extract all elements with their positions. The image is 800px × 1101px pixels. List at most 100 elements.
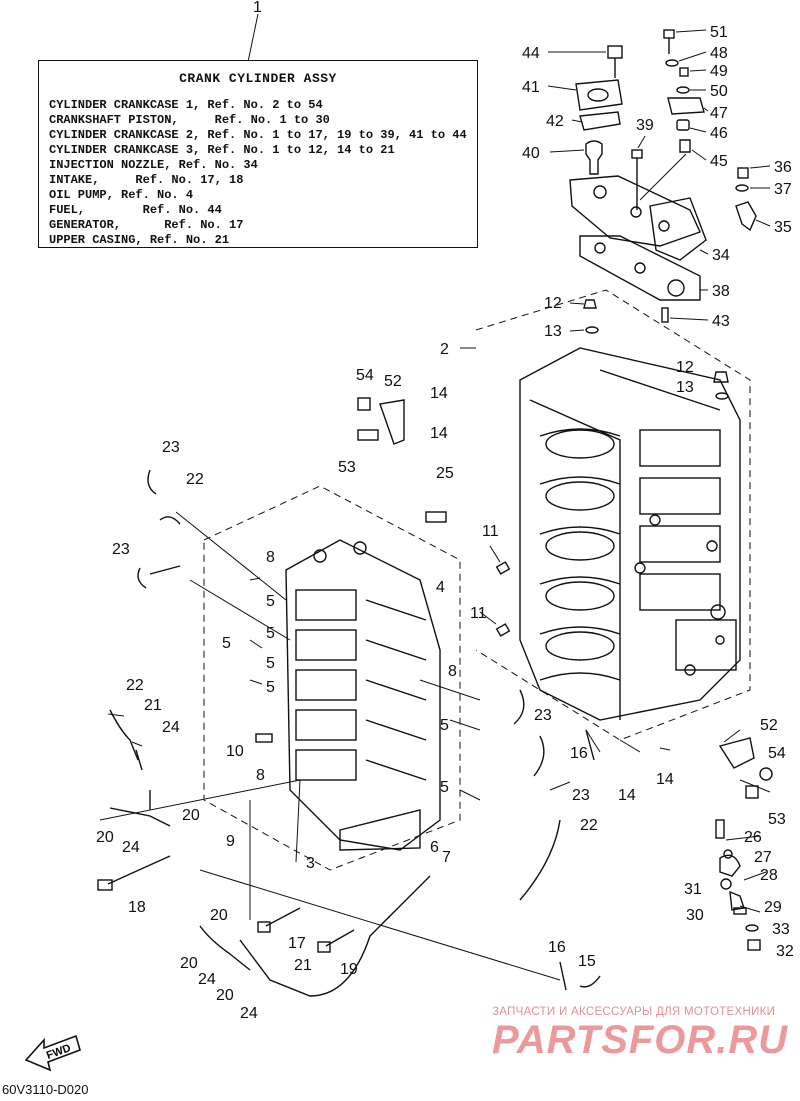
legend-line: CYLINDER CRANKCASE 1, Ref. No. 2 to 54 — [49, 98, 323, 112]
callout-24-a: 24 — [162, 719, 180, 736]
legend-line: INTAKE, Ref. No. 17, 18 — [49, 173, 244, 187]
callout-12-right: 12 — [676, 359, 694, 376]
callout-17: 17 — [288, 935, 306, 952]
callout-5-a: 5 — [266, 593, 275, 610]
callout-22-b: 22 — [126, 677, 144, 694]
callout-29: 29 — [764, 899, 782, 916]
callout-44: 44 — [522, 45, 540, 62]
fwd-arrow-icon: FWD — [24, 1034, 81, 1072]
callout-14-a: 14 — [430, 385, 448, 402]
callout-34: 34 — [712, 247, 730, 264]
callout-45: 45 — [710, 153, 728, 170]
callout-42: 42 — [546, 113, 564, 130]
callout-40: 40 — [522, 145, 540, 162]
callout-21-b: 21 — [294, 957, 312, 974]
callout-22-c: 22 — [580, 817, 598, 834]
callout-24-d: 24 — [240, 1005, 258, 1022]
callout-25: 25 — [436, 465, 454, 482]
callout-13-right: 13 — [676, 379, 694, 396]
callout-19: 19 — [340, 961, 358, 978]
callout-54-right: 54 — [768, 745, 786, 762]
callout-23-d: 23 — [572, 787, 590, 804]
callout-13-top: 13 — [544, 323, 562, 340]
callout-5-b: 5 — [266, 625, 275, 642]
callout-16-a: 16 — [570, 745, 588, 762]
callout-20-b: 20 — [96, 829, 114, 846]
callout-23-c: 23 — [534, 707, 552, 724]
callout-52-right: 52 — [760, 717, 778, 734]
callout-23-b: 23 — [112, 541, 130, 558]
callout-5-d: 5 — [266, 655, 275, 672]
callout-11-a: 11 — [482, 523, 499, 540]
legend-line: OIL PUMP, Ref. No. 4 — [49, 188, 194, 202]
callout-8-a: 8 — [266, 549, 275, 566]
fwd-label: FWD — [45, 1042, 73, 1062]
callout-51: 51 — [710, 24, 728, 41]
legend-line: CRANKSHAFT PISTON, Ref. No. 1 to 30 — [49, 113, 330, 127]
callout-20-c: 20 — [210, 907, 228, 924]
callout-46: 46 — [710, 125, 728, 142]
callout-30: 30 — [686, 907, 704, 924]
callout-50: 50 — [710, 83, 728, 100]
callout-31: 31 — [684, 881, 702, 898]
callout-14-b: 14 — [430, 425, 448, 442]
callout-14-d: 14 — [656, 771, 674, 788]
crankcase-block-left — [203, 485, 461, 871]
callout-numbers: 51 48 49 50 47 44 41 42 39 46 40 45 36 3… — [96, 24, 794, 1022]
callout-8-c: 8 — [256, 767, 265, 784]
callout-4: 4 — [436, 579, 445, 596]
callout-5-g: 5 — [440, 779, 449, 796]
hoses-and-fittings — [97, 397, 773, 997]
callout-28: 28 — [760, 867, 778, 884]
callout-48: 48 — [710, 45, 728, 62]
callout-27: 27 — [754, 849, 772, 866]
callout-26: 26 — [744, 829, 762, 846]
callout-21-a: 21 — [144, 697, 162, 714]
crankcase-block-right — [460, 289, 751, 741]
callout-9: 9 — [226, 833, 235, 850]
callout-32: 32 — [776, 943, 794, 960]
callout-6: 6 — [430, 839, 439, 856]
callout-38: 38 — [712, 283, 730, 300]
watermark-logo: PARTSFOR.RU — [492, 1018, 789, 1062]
callout-53-right: 53 — [768, 811, 786, 828]
callout-23-a: 23 — [162, 439, 180, 456]
callout-5-e: 5 — [266, 679, 275, 696]
callout-7: 7 — [442, 849, 451, 866]
callout-20-d: 20 — [180, 955, 198, 972]
callout-37: 37 — [774, 181, 792, 198]
callout-41: 41 — [522, 79, 540, 96]
callout-54-left: 54 — [356, 367, 374, 384]
callout-1: 1 — [253, 0, 262, 16]
callout-14-c: 14 — [618, 787, 636, 804]
callout-2: 2 — [440, 341, 449, 358]
watermark-tagline: ЗАПЧАСТИ И АКСЕССУАРЫ ДЛЯ МОТОТЕХНИКИ — [492, 1006, 776, 1018]
callout-20-e: 20 — [216, 987, 234, 1004]
top-cover-assembly — [547, 29, 771, 323]
legend-line: GENERATOR, Ref. No. 17 — [49, 218, 244, 232]
callout-43: 43 — [712, 313, 730, 330]
callout-36: 36 — [774, 159, 792, 176]
assembly-legend-box: CRANK CYLINDER ASSY CYLINDER CRANKCASE 1… — [38, 60, 478, 248]
callout-10: 10 — [226, 743, 244, 760]
callout-15: 15 — [578, 953, 596, 970]
callout-18: 18 — [128, 899, 146, 916]
legend-line: INJECTION NOZZLE, Ref. No. 34 — [49, 158, 258, 172]
callout-5-c: 5 — [222, 635, 231, 652]
callout-5-f: 5 — [440, 717, 449, 734]
callout-33: 33 — [772, 921, 790, 938]
callout-24-b: 24 — [122, 839, 140, 856]
callout-20-a: 20 — [182, 807, 200, 824]
callout-3: 3 — [306, 855, 315, 872]
callout-12-top: 12 — [544, 295, 562, 312]
callout-49: 49 — [710, 63, 728, 80]
callout-47: 47 — [710, 105, 728, 122]
callout-22-a: 22 — [186, 471, 204, 488]
callout-24-c: 24 — [198, 971, 216, 988]
callout-52-left: 52 — [384, 373, 402, 390]
callout-16-b: 16 — [548, 939, 566, 956]
callout-39: 39 — [636, 117, 654, 134]
callout-11-b: 11 — [470, 605, 487, 622]
callout-35: 35 — [774, 219, 792, 236]
